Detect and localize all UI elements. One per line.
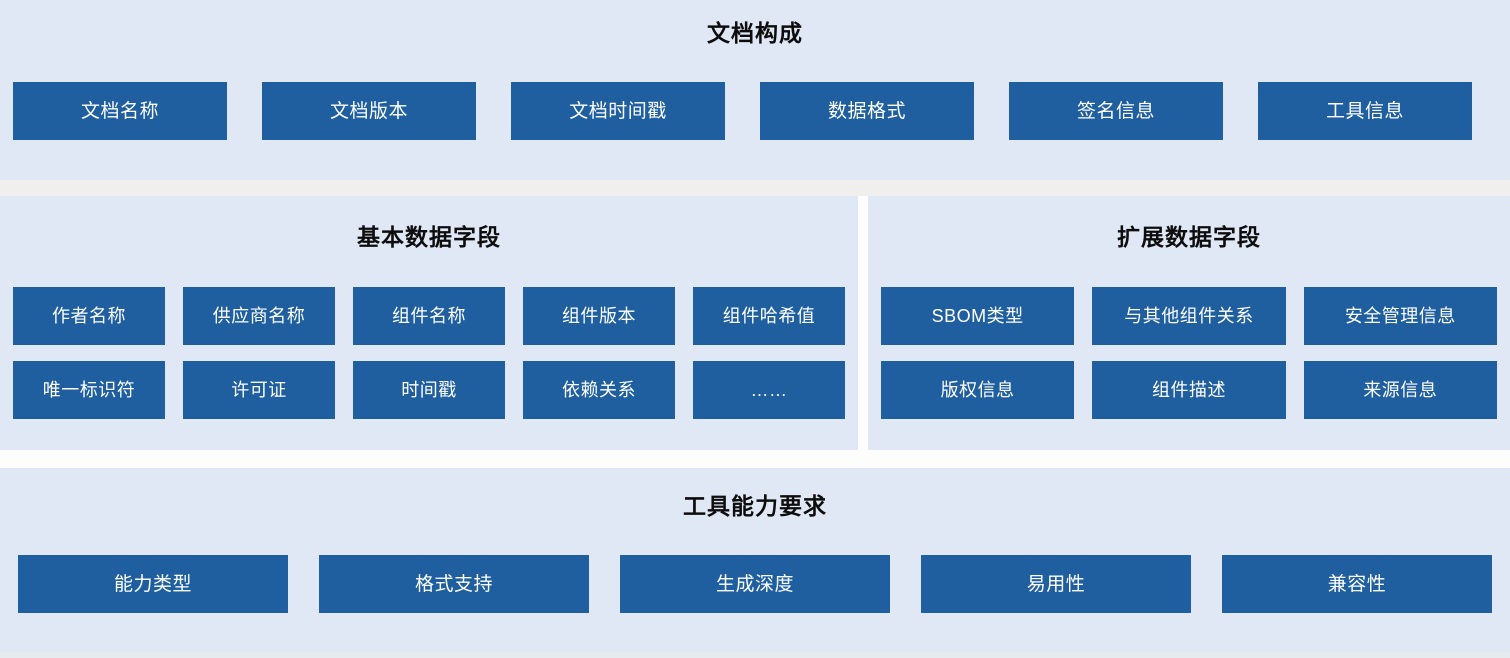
bottom-edge-band <box>0 652 1510 658</box>
section-extended-data-fields-title: 扩展数据字段 <box>1117 224 1261 250</box>
node-component-relations[interactable]: 与其他组件关系 <box>1092 287 1286 345</box>
node-dependency[interactable]: 依赖关系 <box>523 361 675 419</box>
extended-data-fields-grid: SBOM类型 与其他组件关系 安全管理信息 版权信息 组件描述 来源信息 <box>881 287 1497 419</box>
document-composition-node-row: 文档名称 文档版本 文档时间戳 数据格式 签名信息 工具信息 <box>13 82 1497 140</box>
section-document-composition-title: 文档构成 <box>707 20 803 46</box>
section-divider-middle <box>0 450 1510 468</box>
node-component-description[interactable]: 组件描述 <box>1092 361 1286 419</box>
node-signature-info[interactable]: 签名信息 <box>1009 82 1223 140</box>
node-document-version[interactable]: 文档版本 <box>262 82 476 140</box>
node-sbom-type[interactable]: SBOM类型 <box>881 287 1075 345</box>
section-divider-top <box>0 180 1510 196</box>
node-capability-type[interactable]: 能力类型 <box>18 555 288 613</box>
node-unique-identifier[interactable]: 唯一标识符 <box>13 361 165 419</box>
section-extended-data-fields: 扩展数据字段 SBOM类型 与其他组件关系 安全管理信息 版权信息 组件描述 来… <box>868 196 1510 450</box>
node-component-version[interactable]: 组件版本 <box>523 287 675 345</box>
node-data-format[interactable]: 数据格式 <box>760 82 974 140</box>
section-basic-data-fields-title: 基本数据字段 <box>357 224 501 250</box>
node-timestamp[interactable]: 时间戳 <box>353 361 505 419</box>
section-tool-capability-title: 工具能力要求 <box>683 493 827 519</box>
tool-capability-node-row: 能力类型 格式支持 生成深度 易用性 兼容性 <box>18 555 1492 613</box>
node-security-management[interactable]: 安全管理信息 <box>1303 287 1497 345</box>
node-generation-depth[interactable]: 生成深度 <box>620 555 890 613</box>
section-document-composition: 文档构成 文档名称 文档版本 文档时间戳 数据格式 签名信息 工具信息 <box>0 0 1510 180</box>
node-license[interactable]: 许可证 <box>183 361 335 419</box>
basic-data-fields-row-2: 唯一标识符 许可证 时间戳 依赖关系 …… <box>13 361 845 419</box>
node-author-name[interactable]: 作者名称 <box>13 287 165 345</box>
node-tool-info[interactable]: 工具信息 <box>1258 82 1472 140</box>
node-format-support[interactable]: 格式支持 <box>319 555 589 613</box>
basic-data-fields-row-1: 作者名称 供应商名称 组件名称 组件版本 组件哈希值 <box>13 287 845 345</box>
section-tool-capability: 工具能力要求 能力类型 格式支持 生成深度 易用性 兼容性 <box>0 468 1510 652</box>
node-compatibility[interactable]: 兼容性 <box>1222 555 1492 613</box>
extended-data-fields-row-1: SBOM类型 与其他组件关系 安全管理信息 <box>881 287 1497 345</box>
node-usability[interactable]: 易用性 <box>921 555 1191 613</box>
section-basic-data-fields: 基本数据字段 作者名称 供应商名称 组件名称 组件版本 组件哈希值 唯一标识符 … <box>0 196 858 450</box>
node-document-name[interactable]: 文档名称 <box>13 82 227 140</box>
extended-data-fields-row-2: 版权信息 组件描述 来源信息 <box>881 361 1497 419</box>
section-divider-vertical <box>858 196 868 450</box>
node-component-name[interactable]: 组件名称 <box>353 287 505 345</box>
basic-data-fields-grid: 作者名称 供应商名称 组件名称 组件版本 组件哈希值 唯一标识符 许可证 时间戳… <box>13 287 845 419</box>
node-origin-info[interactable]: 来源信息 <box>1303 361 1497 419</box>
node-supplier-name[interactable]: 供应商名称 <box>183 287 335 345</box>
node-ellipsis[interactable]: …… <box>693 361 845 419</box>
node-copyright-info[interactable]: 版权信息 <box>881 361 1075 419</box>
node-component-hash[interactable]: 组件哈希值 <box>693 287 845 345</box>
node-document-timestamp[interactable]: 文档时间戳 <box>511 82 725 140</box>
